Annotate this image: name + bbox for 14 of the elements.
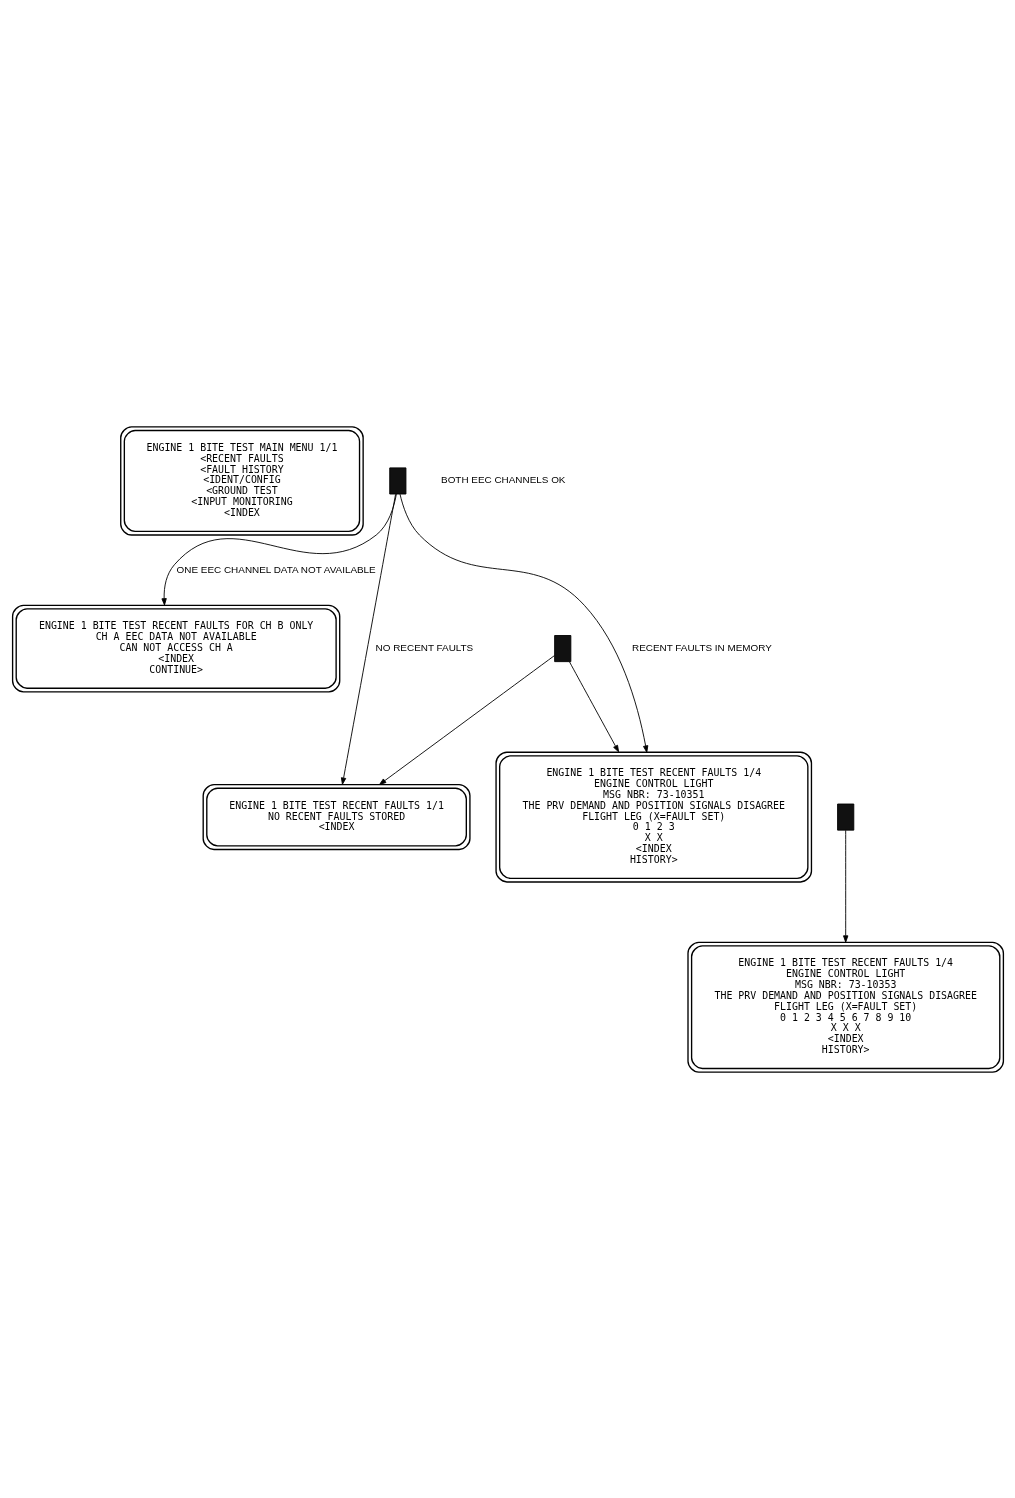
node-box [388,466,406,494]
edge-label: RECENT FAULTS IN MEMORY [631,641,772,653]
node-box [553,634,571,662]
label: BOTH EEC CHANNELS OK [440,473,565,485]
arrow [842,829,848,943]
edge-label: ONE EEC CHANNEL DATA NOT AVAILABLE [176,563,376,575]
node-box: ENGINE 1 BITE TEST MAIN MENU 1/1 <RECENT FAULTS <FAULT HISTORY <IDENT/CONFIG <GROUND TEST <INPUT MONITORING <INDEX [119,425,364,536]
arrow [378,654,555,785]
node-box [836,803,854,831]
arrow [399,493,648,753]
arrow [160,493,397,605]
arrow [340,493,396,785]
arrow [568,660,619,752]
edge-label: NO RECENT FAULTS [375,641,473,653]
